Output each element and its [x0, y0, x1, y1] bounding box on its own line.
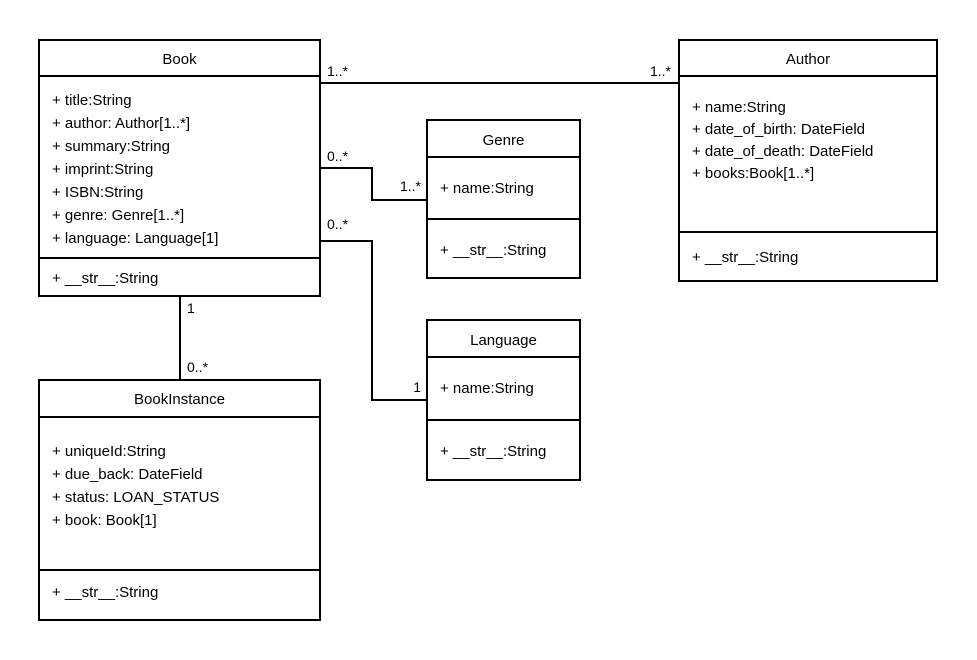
- multiplicity-book-bookinstance-target: 0..*: [187, 359, 209, 375]
- multiplicity-book-genre-target: 1..*: [400, 178, 422, 194]
- author-attribute: + date_of_death: DateField: [692, 143, 873, 160]
- class-box-language[interactable]: Language + name:String + __str__:String: [426, 319, 581, 481]
- connector-book-genre: [319, 167, 428, 201]
- multiplicity-book-language-source: 0..*: [327, 216, 349, 232]
- book-box-outline: [38, 39, 321, 297]
- class-box-bookinstance[interactable]: BookInstance + uniqueId:String + due_bac…: [38, 379, 321, 621]
- author-attribute: + name:String: [692, 99, 786, 116]
- book-class-name: Book: [162, 51, 197, 68]
- bookinstance-attribute: + due_back: DateField: [52, 466, 203, 483]
- genre-class-name: Genre: [483, 132, 525, 149]
- connector-book-language: [319, 240, 428, 401]
- book-method: + __str__:String: [52, 270, 158, 287]
- multiplicity-book-author-source: 1..*: [327, 63, 349, 79]
- class-box-genre[interactable]: Genre + name:String + __str__:String: [426, 119, 581, 279]
- book-attribute: + summary:String: [52, 138, 170, 155]
- author-box-outline: [678, 39, 938, 282]
- book-attribute: + ISBN:String: [52, 184, 143, 201]
- connector-line-book-genre: [319, 167, 428, 201]
- language-attribute: + name:String: [440, 380, 534, 397]
- bookinstance-attribute: + uniqueId:String: [52, 443, 166, 460]
- genre-method: + __str__:String: [440, 242, 546, 259]
- multiplicity-book-bookinstance-source: 1: [187, 300, 195, 316]
- class-box-book[interactable]: Book + title:String + author: Author[1..…: [38, 39, 321, 297]
- bookinstance-class-name: BookInstance: [134, 391, 225, 408]
- author-attribute: + books:Book[1..*]: [692, 165, 814, 182]
- book-attribute: + imprint:String: [52, 161, 153, 178]
- genre-attribute: + name:String: [440, 180, 534, 197]
- connector-line-book-language: [319, 240, 428, 401]
- book-attribute: + genre: Genre[1..*]: [52, 207, 184, 224]
- bookinstance-attribute: + book: Book[1]: [52, 512, 157, 529]
- language-class-name: Language: [470, 332, 537, 349]
- genre-box-outline: [426, 119, 581, 279]
- bookinstance-attribute: + status: LOAN_STATUS: [52, 489, 219, 506]
- author-attribute: + date_of_birth: DateField: [692, 121, 865, 138]
- multiplicity-book-language-target: 1: [413, 379, 421, 395]
- bookinstance-box-outline: [38, 379, 321, 621]
- multiplicity-book-author-target: 1..*: [650, 63, 672, 79]
- language-box-outline: [426, 319, 581, 481]
- author-method: + __str__:String: [692, 249, 798, 266]
- book-attribute: + language: Language[1]: [52, 230, 218, 247]
- language-method: + __str__:String: [440, 443, 546, 460]
- author-class-name: Author: [786, 51, 830, 68]
- book-attribute: + author: Author[1..*]: [52, 115, 190, 132]
- class-box-author[interactable]: Author + name:String + date_of_birth: Da…: [678, 39, 938, 282]
- multiplicity-book-genre-source: 0..*: [327, 148, 349, 164]
- bookinstance-method: + __str__:String: [52, 584, 158, 601]
- book-attribute: + title:String: [52, 92, 132, 109]
